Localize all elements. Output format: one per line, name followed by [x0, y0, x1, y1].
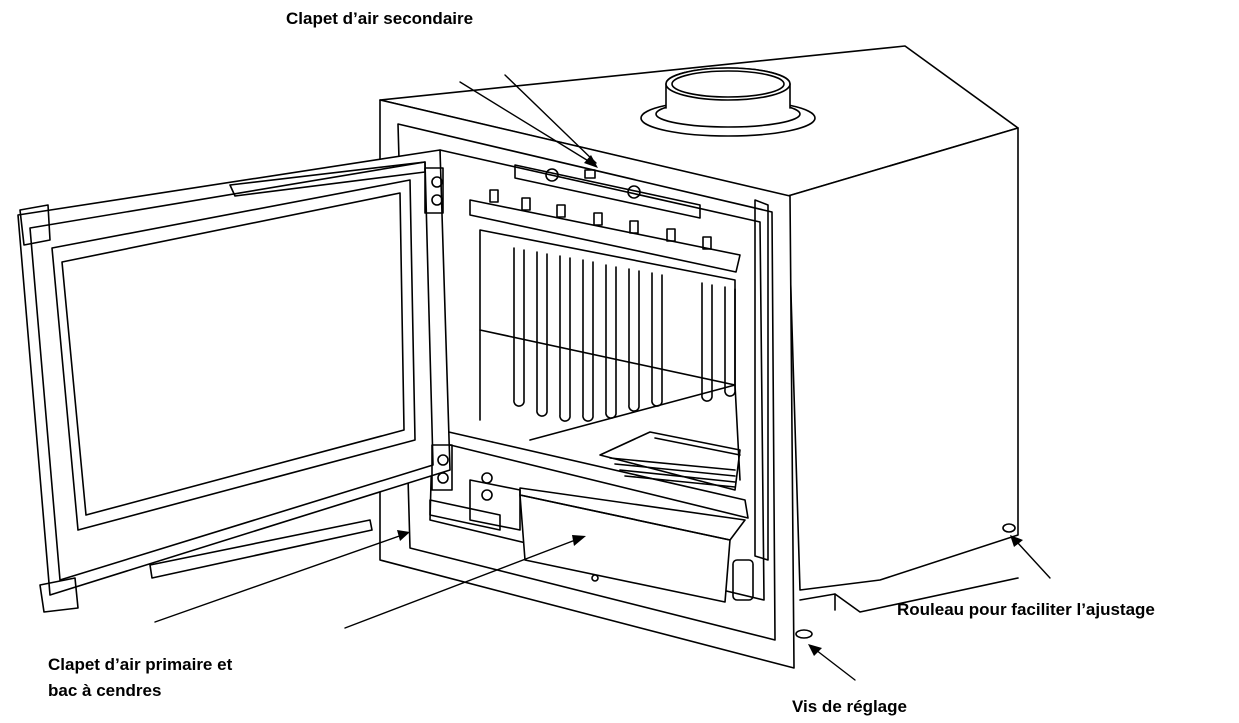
label-adjust-screw: Vis de réglage — [792, 697, 907, 716]
label-primary-air-line1: Clapet d’air primaire et — [48, 655, 233, 674]
firebox — [429, 149, 769, 603]
door — [17, 149, 453, 613]
leader-lines — [154, 74, 1051, 681]
label-secondary-air: Clapet d’air secondaire — [286, 9, 474, 28]
arrow-heads — [397, 155, 1023, 656]
label-roller: Rouleau pour faciliter l’ajustage — [897, 600, 1155, 619]
label-primary-air: Clapet d’air primaire et bac à cendres — [48, 652, 232, 704]
feet — [795, 523, 1016, 639]
flue-collar — [640, 67, 816, 137]
label-primary-air-line2: bac à cendres — [48, 681, 162, 700]
